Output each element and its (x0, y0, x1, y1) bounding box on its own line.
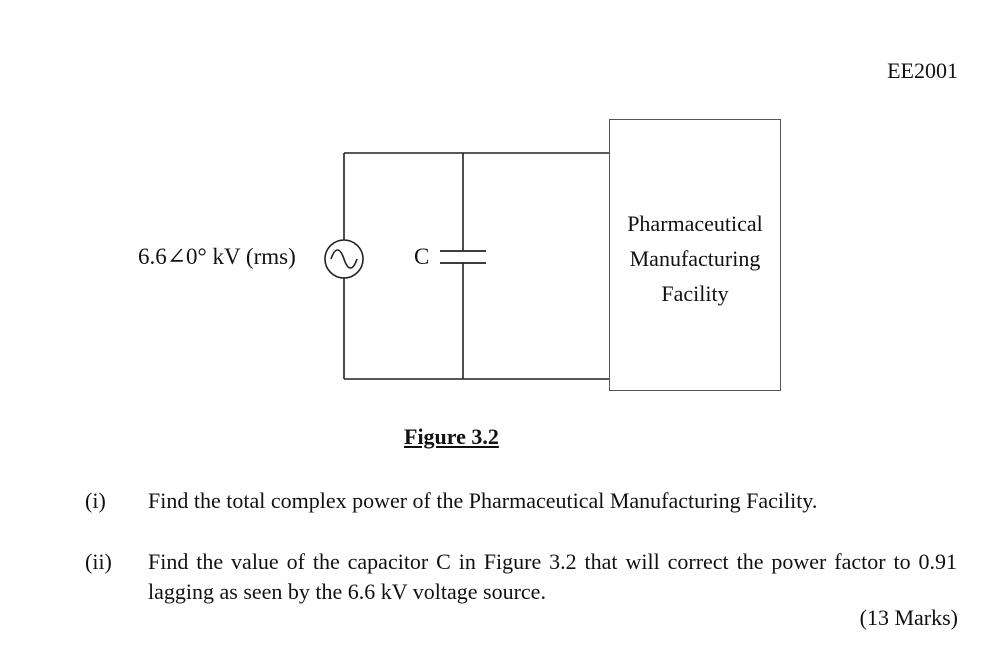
question-text: Find the value of the capacitor C in Fig… (148, 549, 957, 604)
source-voltage-label: 6.6∠0° kV (rms) (138, 244, 296, 269)
marks-label: (13 Marks) (859, 605, 958, 630)
facility-line-2: Manufacturing (629, 245, 761, 271)
figure-caption: Figure 3.2 (404, 424, 499, 449)
question-text: Find the total complex power of the Phar… (148, 488, 818, 513)
question-item: (i) Find the total complex power of the … (85, 486, 957, 516)
sine-wave-icon (330, 249, 358, 269)
ac-source-icon (324, 239, 364, 279)
facility-label: Pharmaceutical Manufacturing Facility (627, 206, 763, 311)
facility-line-1: Pharmaceutical (627, 210, 763, 236)
question-number: (i) (85, 488, 106, 513)
question-number: (ii) (85, 549, 112, 574)
question-item: (ii) Find the value of the capacitor C i… (85, 547, 957, 607)
course-code: EE2001 (887, 58, 958, 83)
capacitor-label: C (414, 244, 430, 269)
facility-line-3: Facility (661, 280, 729, 306)
facility-block: Pharmaceutical Manufacturing Facility (609, 119, 781, 391)
